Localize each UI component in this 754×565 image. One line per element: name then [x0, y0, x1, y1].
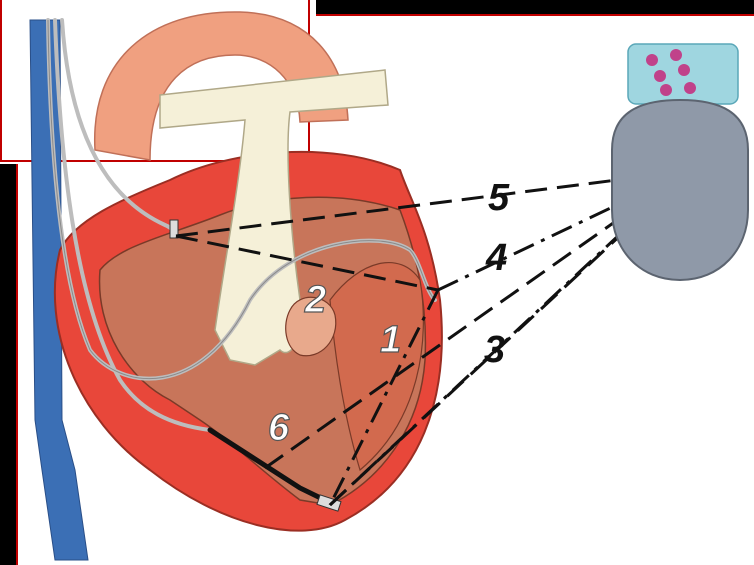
label-2: 2: [304, 279, 326, 321]
label-4: 4: [485, 237, 507, 279]
pacemaker-device-icon: [612, 44, 748, 280]
label-1: 1: [380, 319, 401, 361]
label-5: 5: [488, 177, 510, 219]
label-3: 3: [484, 329, 505, 371]
label-6: 6: [268, 407, 290, 449]
